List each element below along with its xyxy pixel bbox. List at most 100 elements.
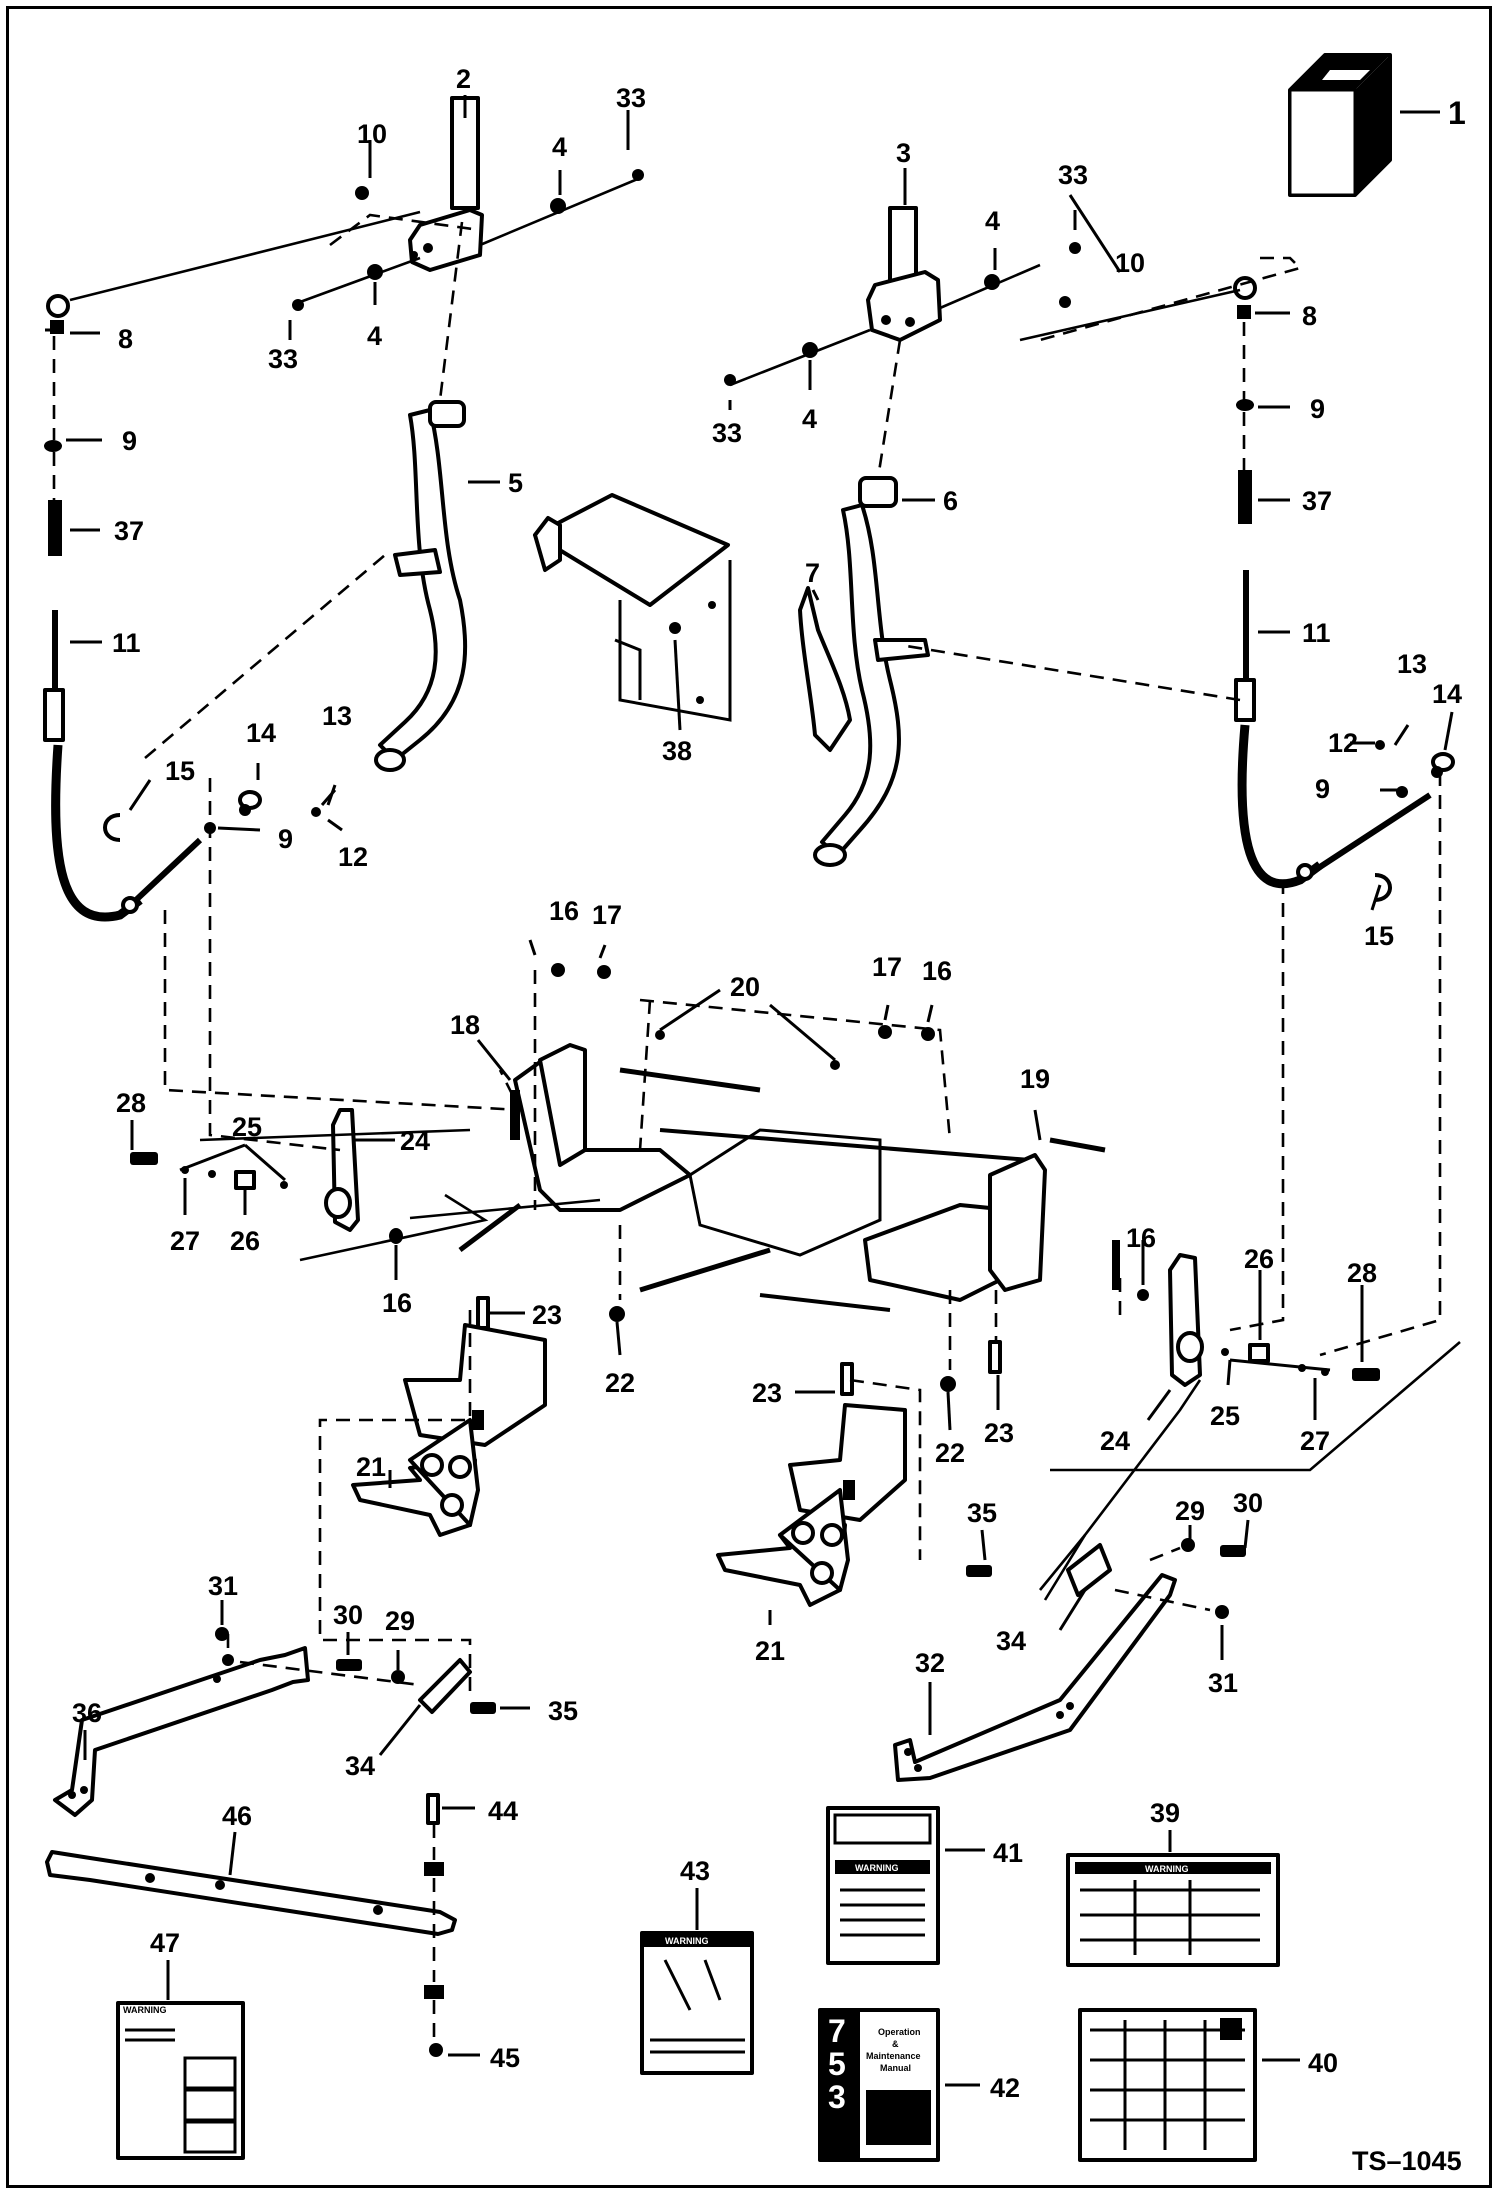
- callout-21b: 21: [755, 1636, 785, 1666]
- callout-3: 3: [896, 138, 911, 168]
- callout-22a: 22: [605, 1368, 635, 1398]
- callout-1: 1: [1448, 95, 1466, 131]
- callout-5: 5: [508, 468, 523, 498]
- decal-43-heading: WARNING: [665, 1936, 709, 1946]
- callout-2: 2: [456, 64, 471, 94]
- cable-right: [1233, 276, 1455, 902]
- callout-28a: 28: [116, 1088, 146, 1118]
- callout-4d: 4: [802, 404, 817, 434]
- decal-47: WARNING: [116, 2001, 245, 2160]
- callout-17a: 17: [592, 900, 622, 930]
- center-frame: [458, 1030, 1120, 1312]
- callout-34a: 34: [996, 1626, 1026, 1656]
- callout-40: 40: [1308, 2048, 1338, 2078]
- callout-13a: 13: [322, 701, 352, 731]
- callout-7: 7: [805, 558, 820, 588]
- callout-23b: 23: [752, 1378, 782, 1408]
- callout-9d: 9: [1315, 774, 1330, 804]
- pivot-plate-left: [130, 1108, 403, 1244]
- drawing-number: TS–1045: [1352, 2146, 1462, 2176]
- callout-30a: 30: [1233, 1488, 1263, 1518]
- callout-35a: 35: [967, 1498, 997, 1528]
- callout-20: 20: [730, 972, 760, 1002]
- callout-22b: 22: [935, 1438, 965, 1468]
- callout-17b: 17: [872, 952, 902, 982]
- callout-11a: 11: [112, 628, 141, 658]
- callout-33b: 33: [1058, 160, 1088, 190]
- callout-4c: 4: [985, 206, 1000, 236]
- foot-pedal-left: [351, 1323, 547, 1537]
- pivot-plate-right: [1137, 1253, 1380, 1387]
- callout-16a: 16: [549, 896, 579, 926]
- callout-15b: 15: [1364, 921, 1394, 951]
- manual-word-4: Manual: [880, 2063, 911, 2073]
- callout-16c: 16: [382, 1288, 412, 1318]
- decal-40: [1078, 2008, 1257, 2162]
- callout-12b: 12: [1328, 728, 1358, 758]
- callout-4b: 4: [367, 321, 382, 351]
- callout-16b: 16: [922, 956, 952, 986]
- callout-43: 43: [680, 1856, 710, 1886]
- callout-27b: 27: [1300, 1426, 1330, 1456]
- decal-41-heading: WARNING: [855, 1863, 899, 1873]
- callout-4a: 4: [552, 132, 567, 162]
- callout-47: 47: [150, 1928, 180, 1958]
- leader-lines: [66, 95, 1454, 2087]
- callout-36: 36: [72, 1698, 102, 1728]
- callout-19: 19: [1020, 1064, 1050, 1094]
- callout-26b: 26: [1244, 1244, 1274, 1274]
- decal-39-heading: WARNING: [1145, 1864, 1189, 1874]
- manual-digit-3: 3: [828, 2079, 846, 2115]
- manual-word-3: Maintenance: [866, 2051, 921, 2061]
- callout-9b: 9: [1310, 394, 1325, 424]
- callout-9a: 9: [122, 426, 137, 456]
- callout-32: 32: [915, 1648, 945, 1678]
- manual-word-1: Operation: [878, 2027, 921, 2037]
- decal-42-manual: 7 5 3 Operation & Maintenance Manual: [818, 2008, 940, 2162]
- callout-14a: 14: [246, 718, 276, 748]
- manual-word-2: &: [892, 2039, 899, 2049]
- callout-33d: 33: [712, 418, 742, 448]
- callout-25a: 25: [232, 1112, 262, 1142]
- seat-bracket: [533, 493, 732, 722]
- callout-31a: 31: [208, 1571, 238, 1601]
- callout-29a: 29: [1175, 1496, 1205, 1526]
- callout-35b: 35: [548, 1696, 578, 1726]
- foot-pedal-right: [716, 1403, 907, 1607]
- callout-14b: 14: [1432, 679, 1462, 709]
- callout-44: 44: [488, 1796, 518, 1826]
- callout-31b: 31: [1208, 1668, 1238, 1698]
- callout-24b: 24: [1100, 1426, 1130, 1456]
- linkages: [69, 169, 1241, 387]
- callout-46: 46: [222, 1801, 252, 1831]
- callout-10a: 10: [357, 119, 387, 149]
- callout-37a: 37: [114, 516, 144, 546]
- callout-24a: 24: [400, 1126, 430, 1156]
- control-lever-left: [374, 96, 484, 772]
- callout-39: 39: [1150, 1798, 1180, 1828]
- callout-9c: 9: [278, 824, 293, 854]
- callout-11b: 11: [1302, 618, 1331, 648]
- callout-30b: 30: [333, 1600, 363, 1630]
- callout-10b: 10: [1115, 248, 1145, 278]
- callout-41: 41: [993, 1838, 1023, 1868]
- bar-46: [45, 1793, 457, 2057]
- callout-21a: 21: [356, 1452, 386, 1482]
- callout-8b: 8: [1302, 301, 1317, 331]
- callout-27a: 27: [170, 1226, 200, 1256]
- manual-box-part: [1288, 53, 1392, 197]
- callout-37b: 37: [1302, 486, 1332, 516]
- callout-16d: 16: [1126, 1223, 1156, 1253]
- callout-33c: 33: [268, 344, 298, 374]
- callout-33a: 33: [616, 83, 646, 113]
- diagram-frame: [6, 6, 1492, 2188]
- callout-23c: 23: [984, 1418, 1014, 1448]
- decal-39: WARNING: [1066, 1853, 1280, 1967]
- callout-18: 18: [450, 1010, 480, 1040]
- assembly-lines: [52, 213, 1461, 2045]
- manual-digit-2: 5: [828, 2046, 846, 2082]
- callout-labels: 1 2 3 4 4 4 4 5 6 7 8 8 9 9 9 9 10 10 11…: [72, 64, 1466, 2103]
- decal-47-heading: WARNING: [123, 2005, 167, 2015]
- callout-38: 38: [662, 736, 692, 766]
